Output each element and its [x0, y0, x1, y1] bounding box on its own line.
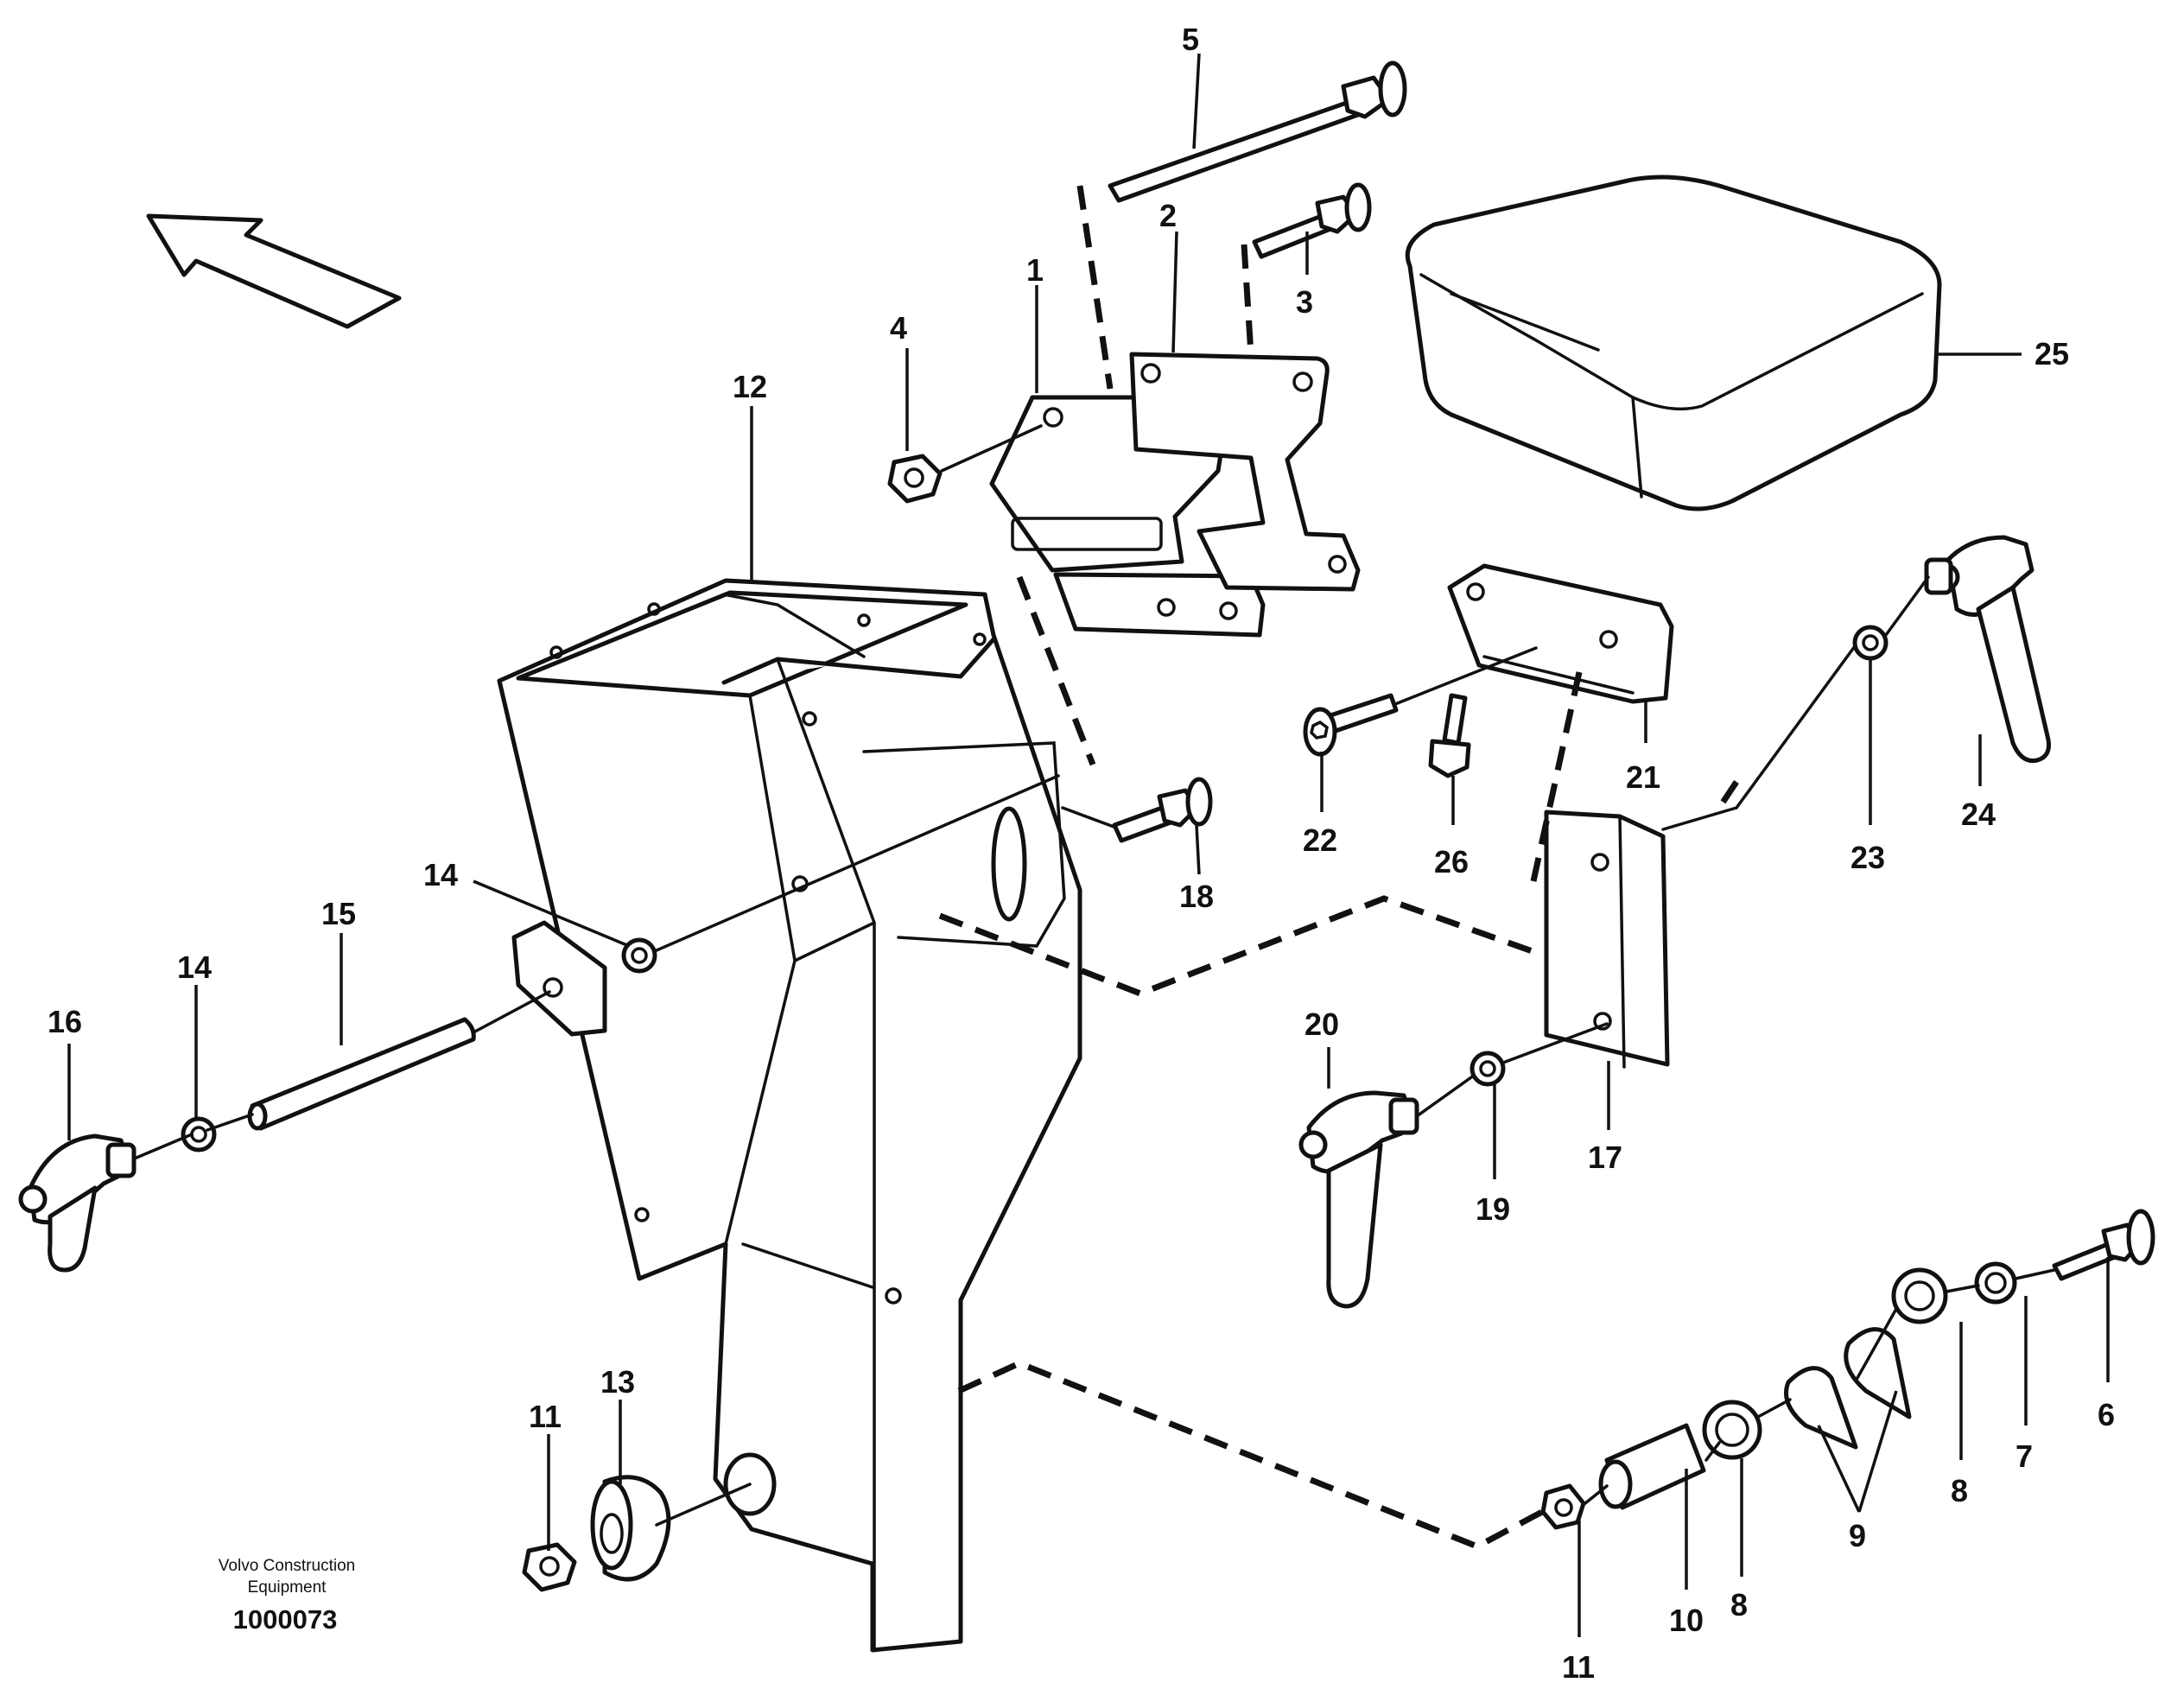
part-18-bolt	[1112, 777, 1213, 843]
callout-labels: 5 2 3 4 1 12 25 14 15 14 16 18 20 19 17 …	[48, 22, 2115, 1685]
part-14-washer-lower	[181, 1116, 217, 1152]
callout-25: 25	[2035, 336, 2069, 371]
part-14-washer-upper	[621, 937, 657, 974]
callout-21: 21	[1626, 759, 1660, 795]
callout-11-lower: 11	[1562, 1649, 1595, 1685]
part-22-screw	[1303, 693, 1399, 757]
callout-3: 3	[1296, 284, 1313, 320]
part-13-rubber-buffer	[590, 1475, 671, 1582]
part-20-clamp-lever	[1298, 1090, 1419, 1309]
part-24-clamp-lever	[1924, 535, 2051, 764]
part-9-tab-washers	[1784, 1327, 1912, 1450]
part-26-screw	[1428, 693, 1471, 778]
part-16-clamp-lever	[18, 1133, 136, 1273]
callout-15: 15	[321, 896, 356, 931]
callout-13: 13	[600, 1364, 635, 1400]
part-11-nut-upper	[522, 1542, 577, 1592]
callout-9: 9	[1849, 1518, 1866, 1553]
callout-7: 7	[2015, 1438, 2033, 1474]
part-6-bolt	[2052, 1209, 2155, 1281]
part-8-washer-upper	[1891, 1267, 1948, 1324]
callout-1: 1	[1026, 252, 1044, 288]
part-12-main-bracket	[497, 578, 1082, 1653]
credit-block: Volvo Construction Equipment 1000073	[219, 1557, 355, 1635]
callout-18: 18	[1179, 879, 1214, 914]
callout-8-upper: 8	[1951, 1473, 1968, 1508]
credit-line-2: Equipment	[248, 1578, 327, 1597]
callout-6: 6	[2098, 1397, 2115, 1432]
callout-11-upper: 11	[529, 1399, 562, 1434]
part-23-washer	[1852, 625, 1889, 661]
part-4-nut	[887, 454, 943, 504]
callout-2: 2	[1159, 198, 1177, 233]
part-2-seat-bracket	[1129, 352, 1361, 592]
callout-24: 24	[1961, 797, 1996, 832]
part-25-armrest-cushion	[1405, 175, 1942, 511]
callout-23: 23	[1850, 840, 1885, 875]
callout-leader-lines	[67, 53, 2110, 1637]
callout-5: 5	[1182, 22, 1199, 57]
forward-direction-arrow-icon	[146, 213, 402, 329]
part-5-long-bolt	[1108, 60, 1407, 203]
part-11-nut-lower	[1540, 1483, 1586, 1530]
assembly-dashed-lines	[938, 185, 1739, 1550]
document-number: 1000073	[233, 1604, 338, 1635]
callout-14-upper: 14	[423, 857, 458, 892]
callout-12: 12	[733, 369, 767, 404]
callout-16: 16	[48, 1004, 82, 1039]
part-21-bracket	[1447, 563, 1674, 704]
callout-20: 20	[1305, 1006, 1339, 1042]
callout-22: 22	[1303, 822, 1337, 858]
part-7-washer	[1974, 1261, 2017, 1305]
callout-14-lower: 14	[177, 949, 212, 985]
callout-4: 4	[890, 310, 907, 346]
callout-10: 10	[1669, 1603, 1704, 1638]
part-15-pin-rod	[247, 1017, 476, 1131]
credit-line-1: Volvo Construction	[219, 1557, 355, 1575]
callout-26: 26	[1434, 844, 1469, 879]
part-3-bolt	[1252, 182, 1372, 259]
callout-19: 19	[1476, 1191, 1510, 1227]
part-17-mounting-plate	[1544, 810, 1670, 1069]
part-square-plate	[511, 920, 607, 1037]
callout-8-lower: 8	[1730, 1587, 1748, 1622]
part-10-spacer-sleeve	[1598, 1423, 1706, 1510]
assembly-center-lines	[135, 424, 2056, 1527]
callout-17: 17	[1588, 1140, 1622, 1175]
part-19-washer	[1470, 1051, 1506, 1087]
